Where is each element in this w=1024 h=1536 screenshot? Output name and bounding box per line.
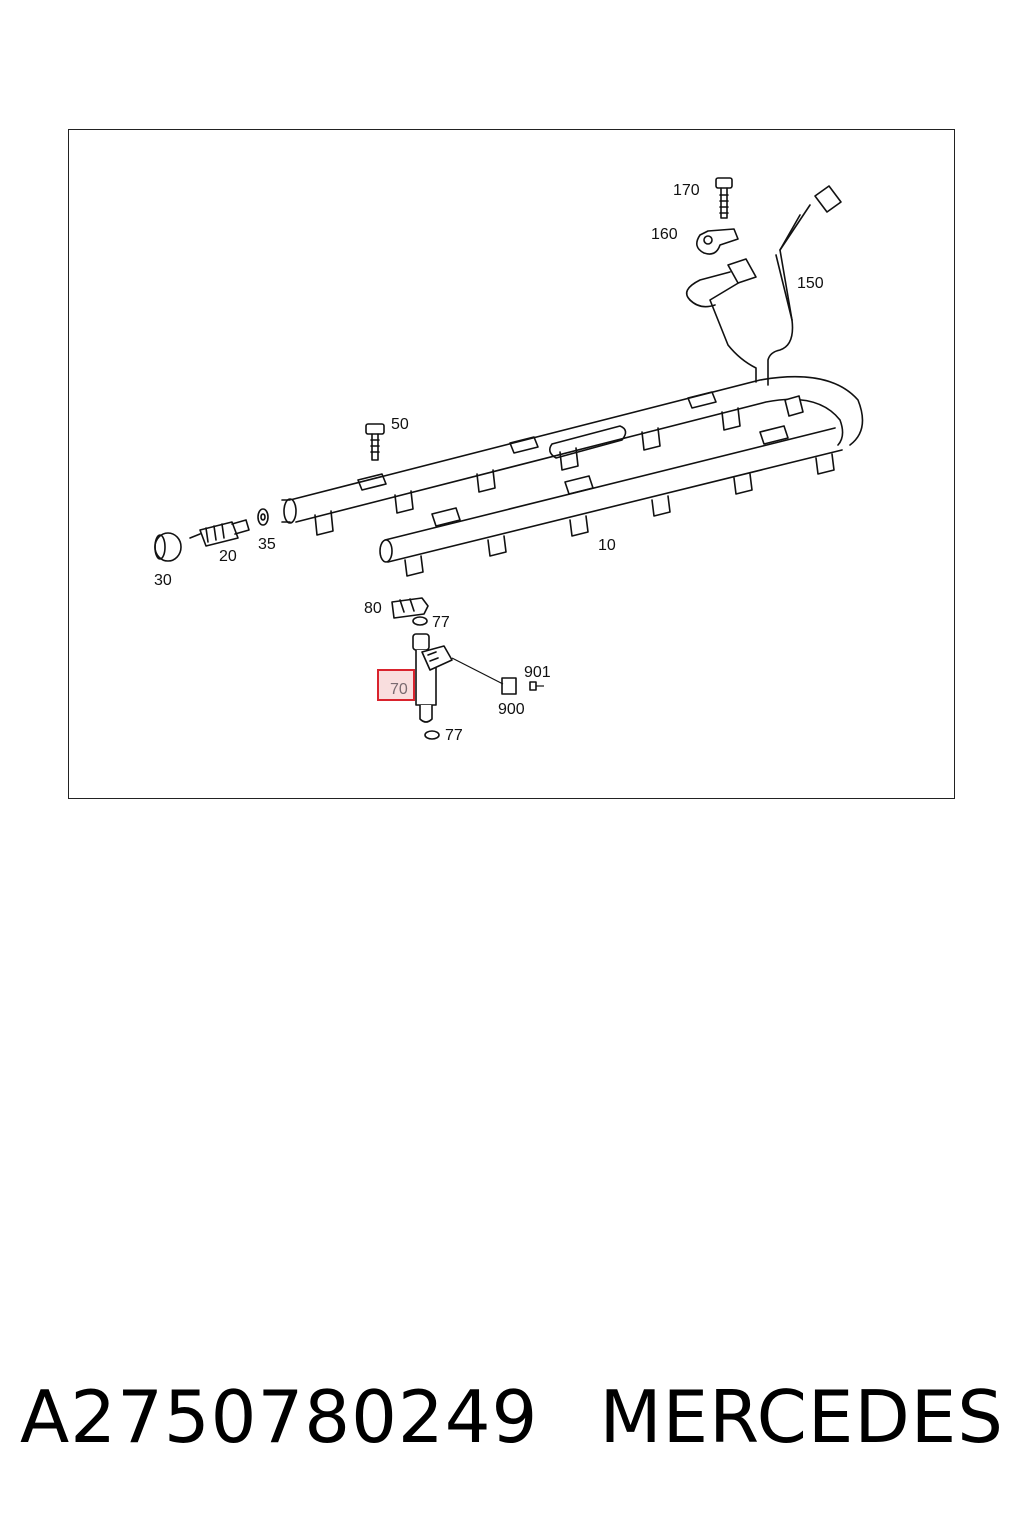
label-35: 35 bbox=[258, 536, 276, 553]
label-50: 50 bbox=[391, 416, 409, 433]
label-150: 150 bbox=[797, 275, 824, 292]
feed-pipe bbox=[685, 185, 842, 386]
fuel-rail-rear bbox=[281, 375, 864, 536]
label-170: 170 bbox=[673, 182, 700, 199]
label-900: 900 bbox=[498, 701, 525, 718]
screw-50 bbox=[365, 423, 385, 461]
brand-name: MERCEDES bbox=[599, 1375, 1004, 1459]
highlight-box bbox=[377, 669, 415, 701]
sealing-cap bbox=[154, 532, 182, 562]
part-number: A2750780249 bbox=[20, 1375, 539, 1459]
label-77-lower: 77 bbox=[445, 727, 463, 744]
label-901: 901 bbox=[524, 664, 551, 681]
o-ring-upper bbox=[412, 616, 428, 626]
diagram-frame bbox=[68, 129, 955, 799]
label-77-upper: 77 bbox=[432, 614, 450, 631]
connector bbox=[451, 657, 544, 695]
footer: A2750780249 MERCEDES bbox=[20, 1372, 1004, 1462]
label-160: 160 bbox=[651, 226, 678, 243]
pressure-sensor bbox=[189, 519, 250, 547]
label-70: 70 bbox=[390, 681, 408, 698]
label-10: 10 bbox=[598, 537, 616, 554]
label-30: 30 bbox=[154, 572, 172, 589]
o-ring-lower bbox=[424, 730, 440, 740]
label-20: 20 bbox=[219, 548, 237, 565]
screw-170 bbox=[715, 177, 733, 219]
retainer-clip bbox=[391, 597, 429, 619]
washer-35 bbox=[257, 508, 269, 526]
clamp bbox=[696, 228, 739, 255]
fuel-injector bbox=[412, 633, 453, 723]
label-80: 80 bbox=[364, 600, 382, 617]
fuel-rail-front bbox=[379, 395, 843, 577]
